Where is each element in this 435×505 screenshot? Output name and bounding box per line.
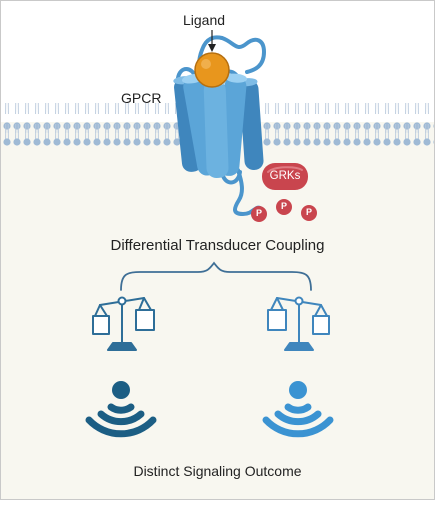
phosphate-label: P [305, 207, 312, 217]
gpcr-label: GPCR [121, 90, 162, 106]
ligand-label: Ligand [183, 12, 226, 28]
bracket [120, 261, 312, 291]
balance-scale-icon [92, 296, 155, 351]
phosphate-label: P [280, 201, 287, 211]
gpcr-receptor [173, 35, 267, 217]
coupling-title: Differential Transducer Coupling [110, 237, 325, 254]
grk-enzyme [262, 163, 308, 190]
phosphate-icon [251, 206, 267, 222]
outcome-label: Distinct Signaling Outcome [133, 463, 302, 479]
phosphate-icon [276, 199, 292, 215]
phosphate-group [251, 199, 317, 222]
ligand-arrowhead [208, 44, 216, 52]
ligand-ball [194, 52, 230, 88]
balance-scale-icon [267, 296, 330, 351]
signal-wave-icon [262, 381, 334, 438]
phosphate-icon [301, 205, 317, 221]
cytoplasm-area [1, 122, 434, 499]
signal-wave-icon [85, 381, 157, 438]
grk-label: GRKs [269, 170, 301, 182]
phosphate-label: P [255, 208, 262, 218]
